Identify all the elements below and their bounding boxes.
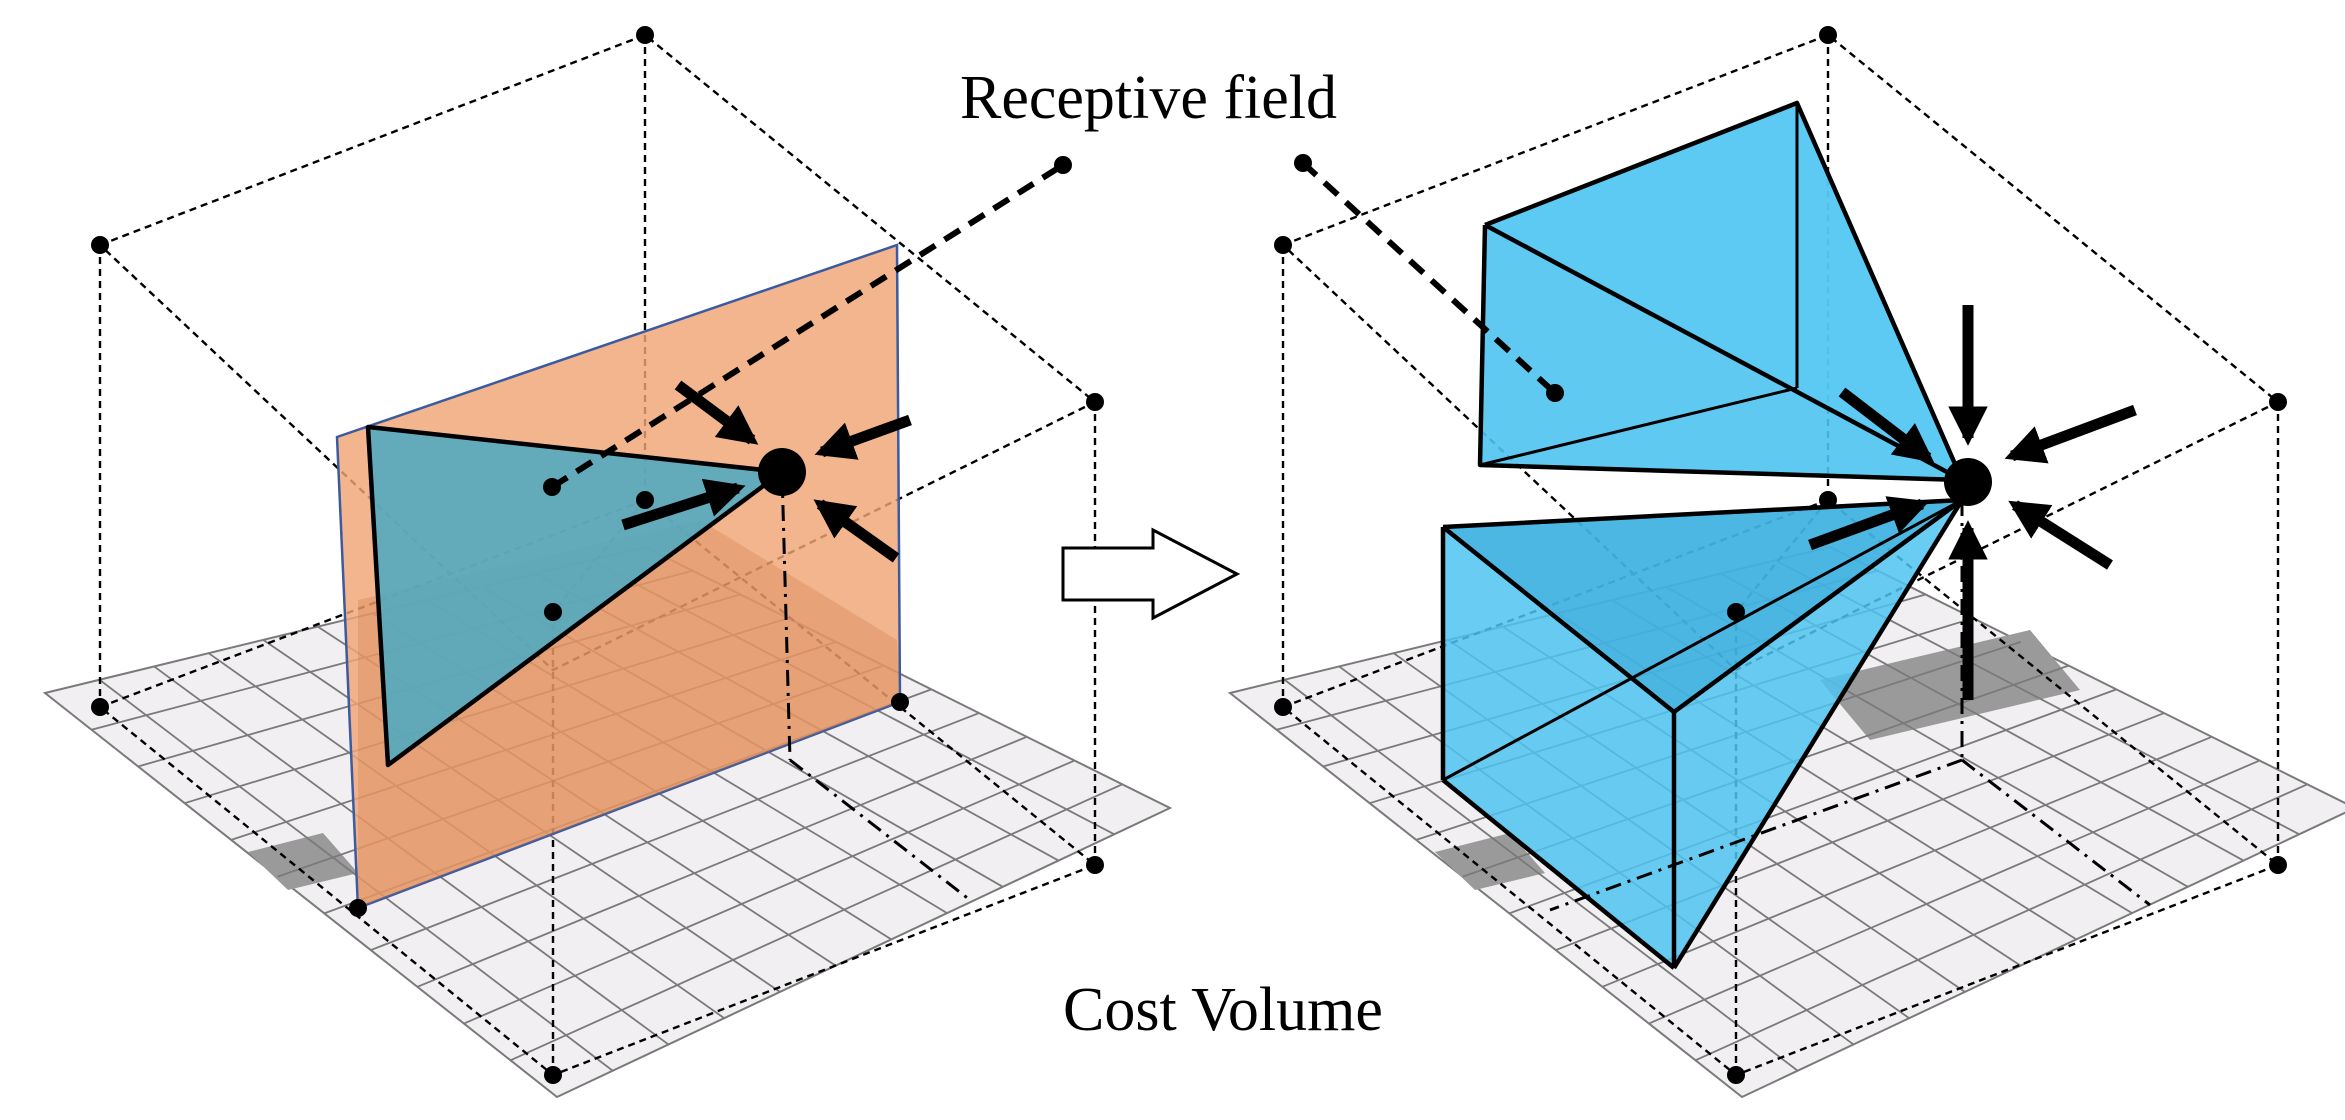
hollow-right-arrow-icon bbox=[1061, 527, 1241, 621]
grid-line bbox=[1283, 679, 1799, 1072]
arrow-icon bbox=[1808, 305, 2137, 640]
grid-line bbox=[1648, 759, 2260, 1025]
grid-line bbox=[510, 783, 1123, 1062]
right-panel bbox=[1227, 26, 2345, 1099]
grid-line bbox=[463, 759, 1075, 1025]
cost-volume-label: Cost Volume bbox=[1063, 976, 1383, 1044]
cube-vertices-left bbox=[91, 26, 1104, 1084]
arrow-icon bbox=[621, 380, 912, 563]
grid-line bbox=[1695, 783, 2308, 1062]
focus-point-right bbox=[1944, 458, 1992, 506]
left-panel bbox=[42, 26, 1173, 1099]
receptive-field-label: Receptive field bbox=[960, 64, 1337, 132]
focus-point-left bbox=[758, 448, 806, 496]
cube-vertices-right bbox=[1274, 26, 2287, 1084]
grid-line bbox=[1602, 735, 2213, 988]
grid-line bbox=[417, 735, 1028, 988]
upper-blue-wedge bbox=[1477, 100, 1965, 483]
grid-line bbox=[370, 712, 980, 951]
receptive-line-left bbox=[550, 162, 1065, 490]
lower-blue-wedge bbox=[1440, 497, 1965, 970]
